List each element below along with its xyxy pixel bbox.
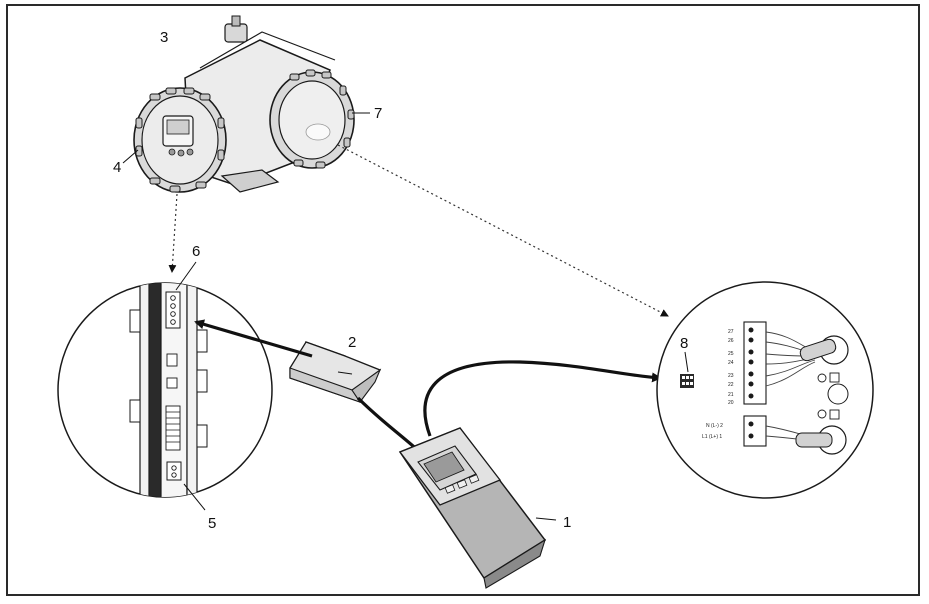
terminal-label-21: 21 (728, 392, 734, 398)
electronics-cover (133, 87, 227, 193)
terminal-label-supply-2: N (L-) 2 (706, 423, 723, 429)
detail-service-interface (57, 282, 273, 498)
cable-adapter-handheld (356, 396, 422, 454)
terminal-label-26: 26 (728, 338, 734, 344)
adapter (289, 341, 382, 404)
callout-7: 7 (374, 105, 382, 122)
cable-to-service-interface (194, 319, 313, 358)
callout-6: 6 (192, 243, 200, 260)
terminal-block-symbol (680, 374, 694, 388)
terminal-label-22: 22 (728, 382, 734, 388)
handheld-terminal (398, 427, 547, 589)
leader-1 (535, 517, 557, 521)
callout-2: 2 (348, 334, 356, 351)
leader-4 (122, 149, 139, 164)
leader-2 (337, 371, 353, 375)
terminal-cover (269, 69, 355, 169)
transmitter-housing (133, 15, 355, 193)
terminal-label-20: 20 (728, 400, 734, 406)
leader-6 (175, 261, 197, 291)
callout-1: 1 (563, 514, 571, 531)
callout-8: 8 (680, 335, 688, 352)
cable-to-terminal-block (423, 360, 662, 437)
dotted-guide-right (337, 144, 669, 317)
dotted-guide-left (168, 193, 178, 273)
leader-5 (183, 483, 206, 511)
terminal-label-23: 23 (728, 373, 734, 379)
callout-4: 4 (113, 159, 121, 176)
terminal-label-supply-1: L1 (L+) 1 (702, 434, 722, 440)
terminal-label-24: 24 (728, 360, 734, 366)
leader-8 (684, 351, 689, 373)
terminal-label-25: 25 (728, 351, 734, 357)
callout-5: 5 (208, 515, 216, 532)
terminal-label-27: 27 (728, 329, 734, 335)
detail-terminal-compartment: 27 26 25 24 23 22 21 20 N (L-) 2 L1 (L+)… (656, 281, 874, 499)
callout-3: 3 (160, 29, 168, 46)
